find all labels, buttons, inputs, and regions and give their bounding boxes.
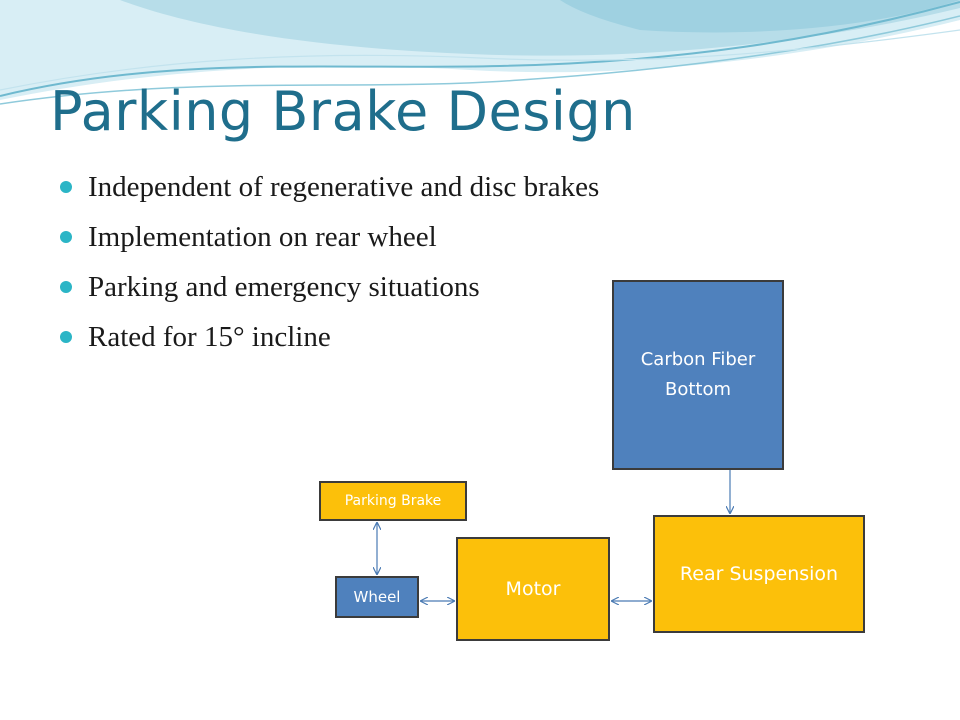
bullet-dot-icon xyxy=(60,331,72,343)
node-parking-brake: Parking Brake xyxy=(319,481,467,521)
node-label: Carbon Fiber Bottom xyxy=(640,349,756,400)
bullet-item: Parking and emergency situations xyxy=(60,268,599,318)
node-motor: Motor xyxy=(456,537,610,641)
bullet-list: Independent of regenerative and disc bra… xyxy=(60,168,599,368)
node-carbon-fiber-bottom: Carbon Fiber Bottom xyxy=(612,280,784,470)
bullet-dot-icon xyxy=(60,281,72,293)
bullet-text: Rated for 15° incline xyxy=(88,321,331,353)
node-rear-suspension: Rear Suspension xyxy=(653,515,865,633)
bullet-text: Implementation on rear wheel xyxy=(88,221,437,253)
wave-decoration xyxy=(0,0,960,105)
node-wheel: Wheel xyxy=(335,576,419,618)
node-label: Parking Brake xyxy=(344,493,442,509)
slide-title: Parking Brake Design xyxy=(50,80,636,143)
bullet-item: Independent of regenerative and disc bra… xyxy=(60,168,599,218)
bullet-item: Implementation on rear wheel xyxy=(60,218,599,268)
node-label: Wheel xyxy=(353,588,401,606)
bullet-item: Rated for 15° incline xyxy=(60,318,599,368)
node-label: Motor xyxy=(505,578,561,600)
node-label: Rear Suspension xyxy=(679,563,839,585)
bullet-dot-icon xyxy=(60,181,72,193)
bullet-text: Parking and emergency situations xyxy=(88,271,480,303)
bullet-dot-icon xyxy=(60,231,72,243)
bullet-text: Independent of regenerative and disc bra… xyxy=(88,171,600,203)
